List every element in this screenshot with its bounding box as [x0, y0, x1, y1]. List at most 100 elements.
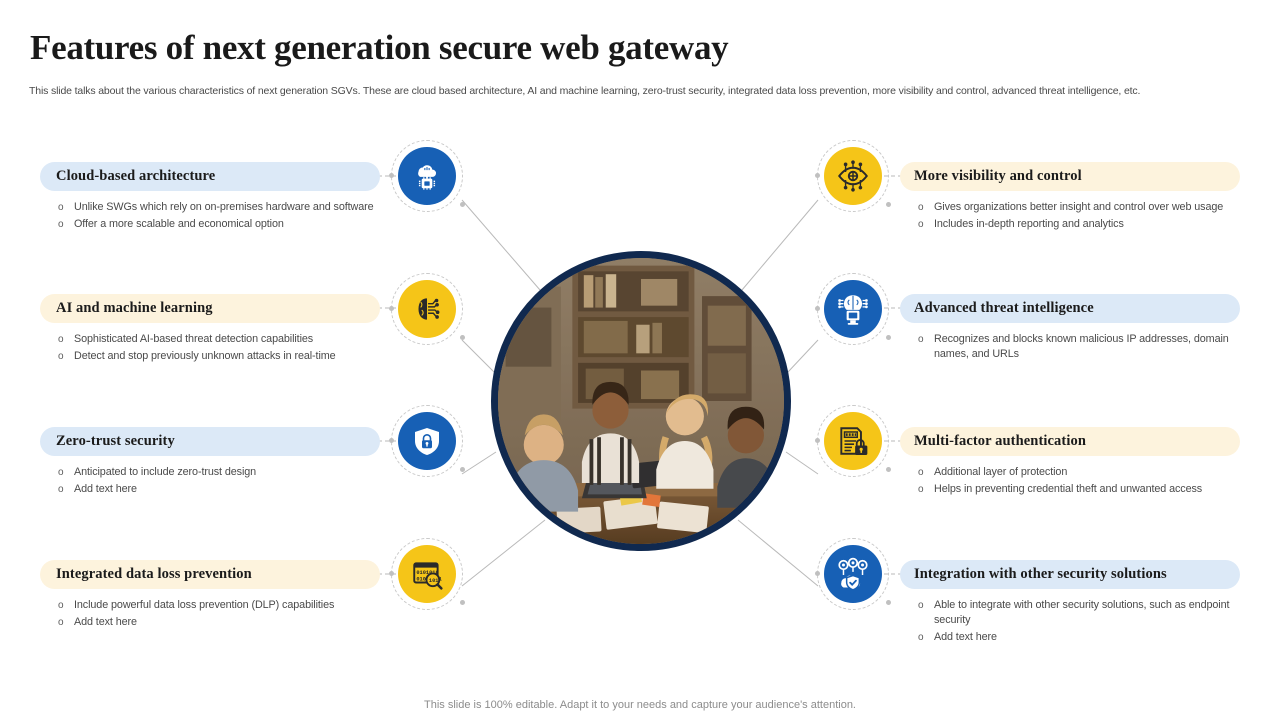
- cloud-chip-icon: [418, 165, 437, 190]
- bullet-list: o Additional layer of protection o Helps…: [900, 465, 1240, 497]
- bullet-marker: o: [918, 202, 924, 213]
- ring-dot: [460, 335, 465, 340]
- bullet-list: o Gives organizations better insight and…: [900, 200, 1240, 232]
- feature-card-advanced-threat-intelligence[interactable]: Advanced threat intelligence o Recognize…: [900, 294, 1240, 364]
- list-item: o Include powerful data loss prevention …: [58, 598, 380, 613]
- ring-dot: [886, 202, 891, 207]
- icon-badge-advanced-threat-intelligence[interactable]: [815, 273, 891, 345]
- list-item: o Add text here: [58, 482, 380, 497]
- ring-dot: [815, 173, 820, 178]
- ring-dot: [460, 600, 465, 605]
- bullet-marker: o: [58, 202, 64, 213]
- icon-badge-zero-trust-security[interactable]: [389, 405, 465, 477]
- bullet-text: Includes in-depth reporting and analytic…: [934, 218, 1124, 230]
- list-item: o Unlike SWGs which rely on on-premises …: [58, 200, 380, 215]
- ring-dot: [815, 306, 820, 311]
- feature-card-zero-trust-security[interactable]: Zero-trust security o Anticipated to inc…: [40, 427, 380, 499]
- icon-badge-multi-factor-authentication[interactable]: [815, 405, 891, 477]
- feature-card-cloud-based-architecture[interactable]: Cloud-based architecture o Unlike SWGs w…: [40, 162, 380, 234]
- page-title: Features of next generation secure web g…: [30, 28, 729, 67]
- shield-lock-icon: [415, 428, 439, 455]
- list-item: o Detect and stop previously unknown att…: [58, 349, 380, 364]
- bullet-list: o Sophisticated AI-based threat detectio…: [40, 332, 380, 364]
- feature-card-integration-with-other-security-solutions[interactable]: Integration with other security solution…: [900, 560, 1240, 647]
- bullet-text: Offer a more scalable and economical opt…: [74, 218, 284, 230]
- bullet-marker: o: [58, 467, 64, 478]
- bullet-text: Add text here: [74, 616, 137, 628]
- icon-badge-integrated-data-loss-prevention[interactable]: 0101010 0101 101 101: [389, 538, 465, 610]
- icon-badge-more-visibility-and-control[interactable]: [815, 140, 891, 212]
- card-header: Zero-trust security: [40, 427, 380, 456]
- bullet-marker: o: [58, 600, 64, 611]
- cloud-shield-network-icon: [838, 557, 868, 591]
- card-header: Integrated data loss prevention: [40, 560, 380, 589]
- bullet-text: Additional layer of protection: [934, 466, 1068, 478]
- list-item: o Additional layer of protection: [918, 465, 1240, 480]
- ring-dot: [389, 306, 394, 311]
- ring-dot: [815, 571, 820, 576]
- binary-search-icon: 0101010 0101 101 101: [413, 562, 443, 590]
- ring-dot: [460, 467, 465, 472]
- bullet-text: Recognizes and blocks known malicious IP…: [934, 333, 1229, 360]
- center-team-photo: [491, 251, 791, 551]
- bullet-text: Sophisticated AI-based threat detection …: [74, 333, 314, 345]
- list-item: o Anticipated to include zero-trust desi…: [58, 465, 380, 480]
- card-header: Multi-factor authentication: [900, 427, 1240, 456]
- list-item: o Includes in-depth reporting and analyt…: [918, 217, 1240, 232]
- card-header: AI and machine learning: [40, 294, 380, 323]
- card-header: Cloud-based architecture: [40, 162, 380, 191]
- ring-dot: [460, 202, 465, 207]
- ring-dot: [886, 335, 891, 340]
- bullet-list: o Unlike SWGs which rely on on-premises …: [40, 200, 380, 232]
- bullet-marker: o: [58, 334, 64, 345]
- svg-text:0101010: 0101010: [416, 570, 438, 576]
- card-header: Advanced threat intelligence: [900, 294, 1240, 323]
- list-item: o Recognizes and blocks known malicious …: [918, 332, 1240, 362]
- feature-card-multi-factor-authentication[interactable]: Multi-factor authentication o Additional…: [900, 427, 1240, 499]
- list-item: o Helps in preventing credential theft a…: [918, 482, 1240, 497]
- bullet-marker: o: [58, 617, 64, 628]
- card-header: More visibility and control: [900, 162, 1240, 191]
- bullet-marker: o: [918, 600, 924, 611]
- bullet-text: Detect and stop previously unknown attac…: [74, 350, 336, 362]
- svg-text:101: 101: [429, 578, 439, 584]
- bullet-marker: o: [918, 632, 924, 643]
- icon-badge-cloud-based-architecture[interactable]: [389, 140, 465, 212]
- ring-dot: [886, 600, 891, 605]
- list-item: o Add text here: [58, 615, 380, 630]
- footer-note: This slide is 100% editable. Adapt it to…: [424, 699, 856, 711]
- bullet-text: Unlike SWGs which rely on on-premises ha…: [74, 201, 374, 213]
- feature-card-ai-and-machine-learning[interactable]: AI and machine learning o Sophisticated …: [40, 294, 380, 366]
- bullet-text: Gives organizations better insight and c…: [934, 201, 1224, 213]
- list-item: o Gives organizations better insight and…: [918, 200, 1240, 215]
- ring-dot: [389, 173, 394, 178]
- page-subtitle: This slide talks about the various chara…: [29, 85, 1141, 97]
- icon-badge-integration-with-other-security-solutions[interactable]: [815, 538, 891, 610]
- document-lock-icon: [840, 427, 868, 456]
- bullet-marker: o: [58, 484, 64, 495]
- feature-card-more-visibility-and-control[interactable]: More visibility and control o Gives orga…: [900, 162, 1240, 234]
- bullet-marker: o: [918, 334, 924, 345]
- bullet-list: o Include powerful data loss prevention …: [40, 598, 380, 630]
- eye-network-icon: [838, 160, 868, 192]
- bullet-marker: o: [58, 351, 64, 362]
- feature-card-integrated-data-loss-prevention[interactable]: Integrated data loss prevention o Includ…: [40, 560, 380, 632]
- bullet-list: o Anticipated to include zero-trust desi…: [40, 465, 380, 497]
- bullet-list: o Recognizes and blocks known malicious …: [900, 332, 1240, 362]
- ring-dot: [389, 571, 394, 576]
- bullet-marker: o: [918, 219, 924, 230]
- brain-circuit-icon: [418, 298, 440, 320]
- bullet-text: Add text here: [934, 631, 997, 643]
- bullet-text: Add text here: [74, 483, 137, 495]
- brain-monitor-icon: [838, 295, 868, 325]
- icon-badge-ai-and-machine-learning[interactable]: [389, 273, 465, 345]
- list-item: o Able to integrate with other security …: [918, 598, 1240, 628]
- ring-dot: [886, 467, 891, 472]
- ring-dot: [389, 438, 394, 443]
- bullet-text: Include powerful data loss prevention (D…: [74, 599, 335, 611]
- bullet-text: Able to integrate with other security so…: [934, 599, 1230, 626]
- bullet-marker: o: [58, 219, 64, 230]
- ring-dot: [815, 438, 820, 443]
- card-header: Integration with other security solution…: [900, 560, 1240, 589]
- bullet-marker: o: [918, 484, 924, 495]
